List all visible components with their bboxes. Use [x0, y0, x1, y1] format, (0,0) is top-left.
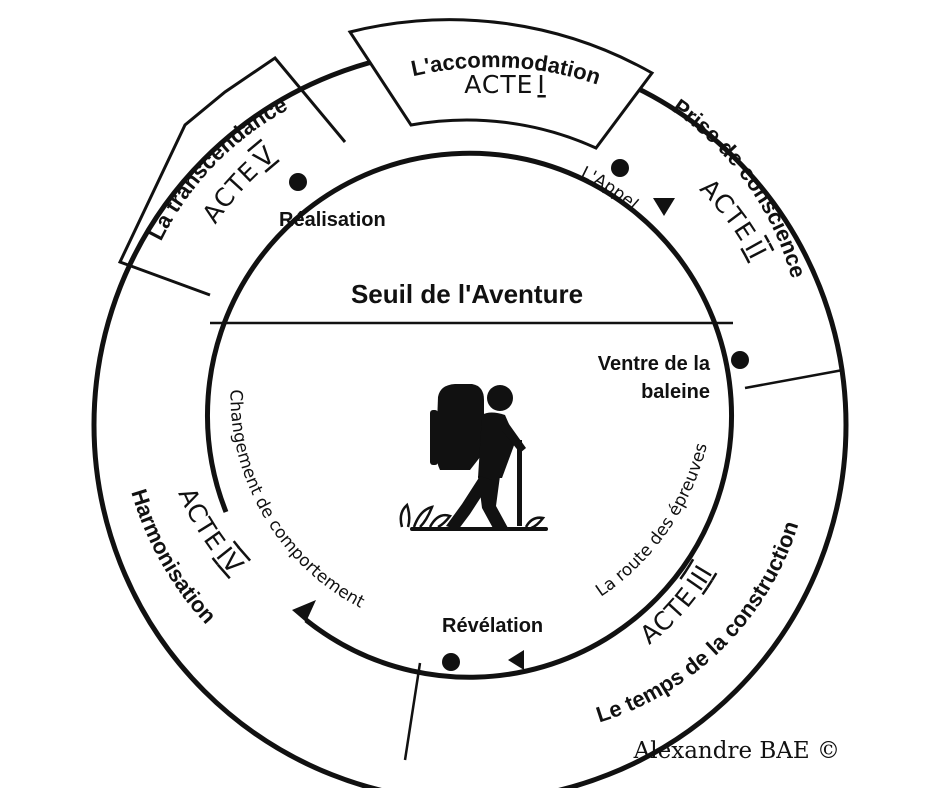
milestone-dot-ventre	[731, 351, 749, 369]
milestone-dot-revelation	[442, 653, 460, 671]
signature: Alexandre BAE ©	[633, 738, 840, 764]
label-appel: L'Appel	[578, 163, 642, 215]
milestone-dot-appel	[611, 159, 629, 177]
inner-circle	[205, 150, 734, 680]
act-1-box	[347, 18, 655, 150]
arrow-down-icon	[653, 198, 675, 216]
arrow-head-icon	[292, 600, 316, 622]
label-ventre-line2: baleine	[641, 381, 710, 403]
label-revelation: Révélation	[442, 615, 543, 637]
divider-3-4	[403, 662, 422, 761]
milestone-dot-realisation	[289, 173, 307, 191]
act-3-name: Le temps de la construction	[593, 518, 803, 727]
act-2-name: Prise de conscience	[668, 94, 811, 281]
divider-2-3	[744, 368, 844, 390]
label-ventre-line1: Ventre de la	[598, 353, 711, 375]
arrow-left-icon	[508, 650, 524, 670]
hiker-icon	[410, 384, 548, 531]
grass-icon	[399, 502, 546, 530]
label-changement: Changement de comportement	[225, 389, 367, 612]
act-5-box	[117, 55, 347, 297]
label-realisation: Réalisation	[279, 209, 386, 231]
center-title: Seuil de l'Aventure	[351, 279, 583, 309]
